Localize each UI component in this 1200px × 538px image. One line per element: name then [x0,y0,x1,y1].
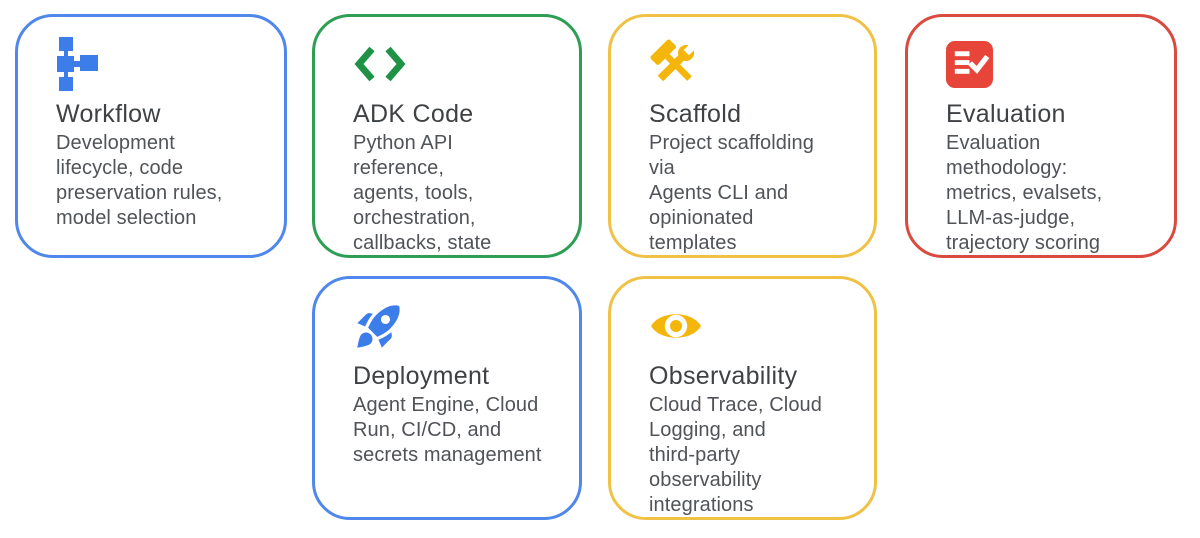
card-adk-code: ADK Code Python API reference, agents, t… [312,14,582,258]
hammer-wrench-icon [649,37,838,91]
card-description: Python API reference, agents, tools, orc… [353,132,492,254]
card-workflow: Workflow Development lifecycle, code pre… [15,14,287,258]
workflow-icon [56,37,248,91]
card-description: Evaluation methodology: metrics, evalset… [946,132,1103,254]
card-title: Observability [649,362,798,390]
card-evaluation: Evaluation Evaluation methodology: metri… [905,14,1177,258]
card-title: ADK Code [353,100,474,128]
checklist-icon [946,37,1138,91]
card-description: Cloud Trace, Cloud Logging, and third-pa… [649,394,823,516]
code-icon [353,37,543,91]
card-description: Agent Engine, Cloud Run, CI/CD, and secr… [353,394,542,466]
eye-icon [649,299,838,353]
card-title: Scaffold [649,100,742,128]
card-deployment: Deployment Agent Engine, Cloud Run, CI/C… [312,276,582,520]
card-scaffold: Scaffold Project scaffolding via Agents … [608,14,877,258]
card-title: Evaluation [946,100,1066,128]
card-title: Deployment [353,362,490,390]
card-description: Project scaffolding via Agents CLI and o… [649,132,814,254]
card-title: Workflow [56,100,161,128]
card-observability: Observability Cloud Trace, Cloud Logging… [608,276,877,520]
card-description: Development lifecycle, code preservation… [56,132,223,229]
rocket-icon [353,299,543,353]
